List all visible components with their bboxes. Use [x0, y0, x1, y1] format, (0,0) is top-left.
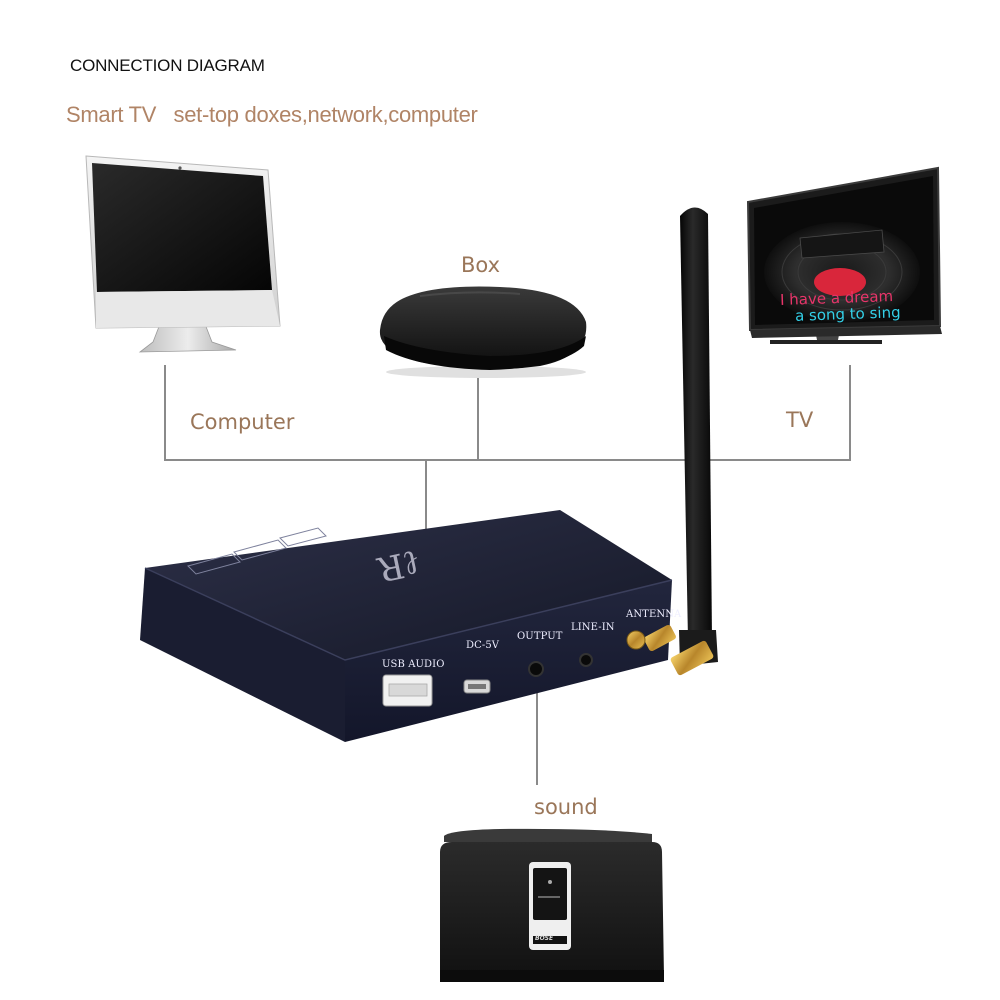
port-label-usb-audio: USB AUDIO — [382, 659, 445, 670]
connector-output-to-sound — [536, 690, 538, 785]
device-logo: ℓR — [374, 541, 424, 589]
port-label-output: OUTPUT — [517, 631, 563, 642]
diagram-subtitle: Smart TV set-top doxes,network,computer — [66, 102, 478, 127]
tv-lyric-line-2: a song to sing — [794, 303, 901, 325]
connector-box-vertical — [477, 378, 479, 460]
port-label-antenna: ANTENNA — [626, 609, 682, 620]
connector-computer-vertical — [164, 365, 166, 460]
label-sound: sound — [534, 795, 598, 819]
label-box: Box — [461, 253, 501, 277]
label-tv: TV — [786, 408, 814, 432]
label-computer: Computer — [190, 410, 295, 434]
port-label-dc-5v: DC-5V — [466, 640, 500, 651]
port-label-line-in: LINE-IN — [571, 622, 615, 633]
speaker-brand-logo: BOSE — [535, 935, 554, 942]
connector-horizontal-bus — [164, 459, 851, 461]
connector-to-usb — [425, 459, 427, 659]
diagram-title: CONNECTION DIAGRAM — [70, 56, 265, 75]
connector-tv-vertical — [849, 365, 851, 460]
